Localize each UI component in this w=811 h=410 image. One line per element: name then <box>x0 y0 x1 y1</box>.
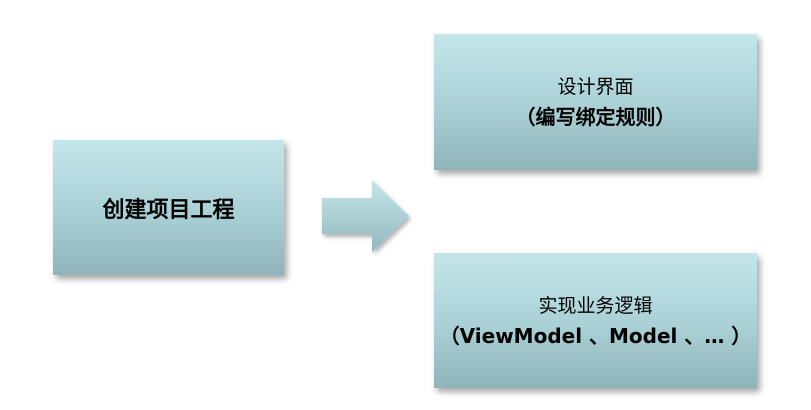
right-arrow-icon <box>322 180 409 252</box>
business-logic-subtitle: （ViewModel 、Model 、… ） <box>439 323 752 348</box>
create-project-label: 创建项目工程 <box>102 197 235 223</box>
design-ui-subtitle: （编写绑定规则） <box>515 105 676 129</box>
design-ui-title: 设计界面 <box>557 76 634 98</box>
create-project-box: 创建项目工程 <box>53 140 284 275</box>
design-ui-box: 设计界面 （编写绑定规则） <box>434 34 757 170</box>
business-logic-title: 实现业务逻辑 <box>538 294 653 317</box>
business-logic-box: 实现业务逻辑 （ViewModel 、Model 、… ） <box>434 253 757 388</box>
